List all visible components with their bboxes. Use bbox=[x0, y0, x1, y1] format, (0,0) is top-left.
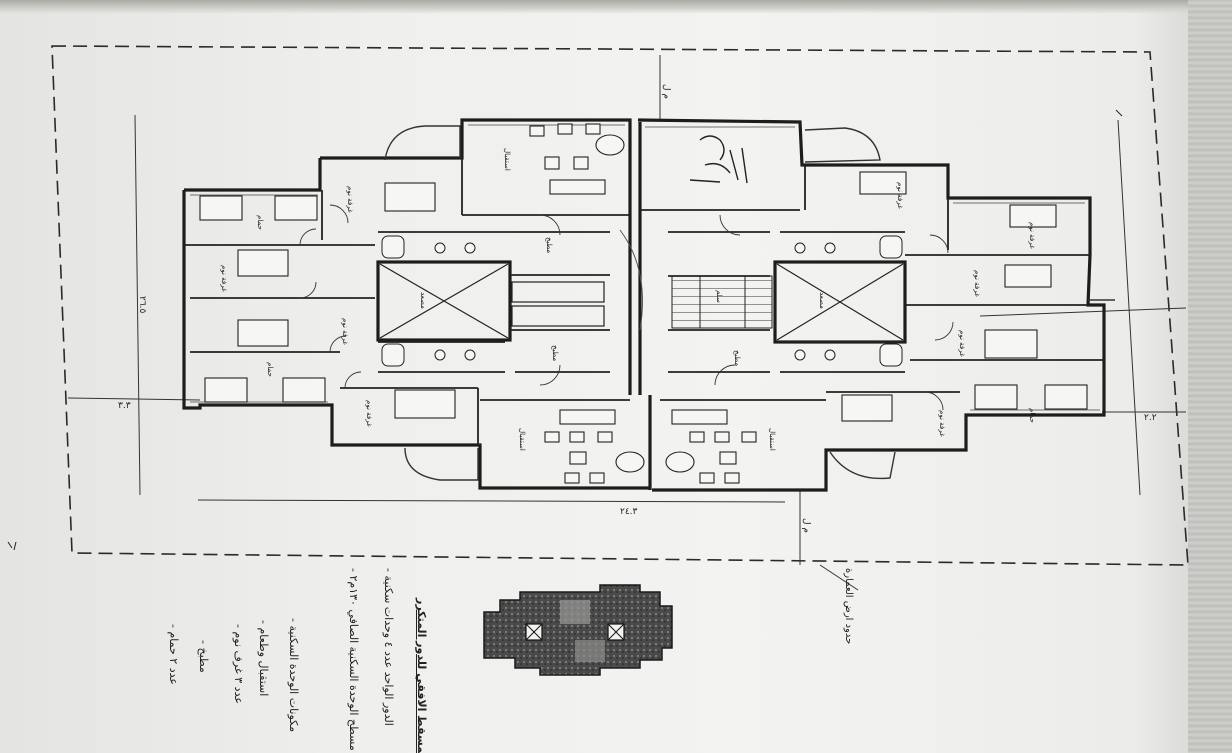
svg-text:استقبال: استقبال bbox=[768, 428, 776, 451]
dim-mid: ٢٤.٣ bbox=[620, 507, 638, 517]
bed-furniture bbox=[199, 171, 1088, 422]
svg-text:مصعد: مصعد bbox=[419, 292, 427, 309]
svg-text:غرفة نوم: غرفة نوم bbox=[346, 186, 354, 213]
dimension-text: ٢٦.٥ ٢٤.٣ ٣.٣ ٢.٢ م ل م ل bbox=[118, 84, 1157, 533]
svg-text:استقبال: استقبال bbox=[503, 148, 511, 171]
svg-text:غرفة نوم: غرفة نوم bbox=[958, 330, 966, 357]
building-walls bbox=[182, 118, 1106, 492]
svg-text:مطبخ: مطبخ bbox=[545, 237, 553, 253]
door-swings bbox=[299, 204, 954, 411]
svg-text:مصعد: مصعد bbox=[818, 292, 826, 309]
dim-outer: ٢٦.٥ bbox=[137, 296, 147, 314]
svg-text:سلم: سلم bbox=[715, 290, 723, 303]
site-boundary-label: حدود ارض العمارة bbox=[843, 568, 854, 644]
svg-text:استقبال: استقبال bbox=[518, 428, 526, 451]
balconies bbox=[384, 125, 1115, 481]
pencil-stroke bbox=[619, 229, 643, 331]
legend-line-6: - مطبخ bbox=[197, 640, 210, 673]
sheet-edge-shadow bbox=[1188, 0, 1232, 753]
handwritten-note bbox=[689, 135, 748, 184]
legend-line-4: - استقبال وطعام bbox=[257, 620, 270, 697]
corner-mark bbox=[7, 109, 1123, 551]
svg-text:غرفة نوم: غرفة نوم bbox=[341, 318, 349, 345]
dim-right: ٢.٢ bbox=[1144, 413, 1157, 423]
svg-text:غرفة نوم: غرفة نوم bbox=[365, 400, 373, 427]
legend-line-5: - عدد ٣ غرف نوم bbox=[232, 624, 245, 704]
sheet-top-shadow bbox=[0, 0, 1232, 14]
dimension-lines bbox=[67, 55, 1187, 591]
wall-thin-lines bbox=[190, 124, 1100, 411]
svg-text:حمام: حمام bbox=[256, 215, 264, 230]
svg-text:غرفة نوم: غرفة نوم bbox=[938, 410, 946, 437]
svg-text:غرفة نوم: غرفة نوم bbox=[973, 270, 981, 297]
svg-text:مطبخ: مطبخ bbox=[551, 345, 559, 361]
key-plan bbox=[483, 584, 673, 676]
legend-line-7: - عدد ٢ حمام bbox=[167, 624, 180, 685]
legend-line-3: - مكونات الوحدة السكنية bbox=[287, 618, 300, 733]
legend-title: المسقط الافقي للدور المتكرر bbox=[415, 598, 428, 753]
svg-text:مطبخ: مطبخ bbox=[733, 350, 741, 366]
svg-text:غرفة نوم: غرفة نوم bbox=[1028, 222, 1036, 249]
svg-text:غرفة نوم: غرفة نوم bbox=[220, 265, 228, 292]
axis-bottom: م ل bbox=[801, 518, 811, 533]
bathroom-fixtures bbox=[381, 235, 903, 367]
room-labels: غرفة نوم غرفة نوم حمام غرفة نوم حمام غرف… bbox=[220, 148, 1036, 451]
elevator-shafts bbox=[379, 263, 904, 341]
legend-line-1: - الدور الواحد عدد ٤ وحدات سكنية bbox=[382, 568, 395, 726]
axis-top: م ل bbox=[661, 84, 671, 99]
staircase bbox=[671, 275, 773, 329]
svg-text:حمام: حمام bbox=[266, 362, 274, 377]
reception-furniture bbox=[529, 123, 757, 484]
dim-left: ٣.٣ bbox=[118, 401, 131, 411]
legend-line-2: - مسطح الوحدة السكنية الصافي ١٣٠م٢ bbox=[347, 568, 360, 751]
svg-text:غرفة نوم: غرفة نوم bbox=[896, 182, 904, 209]
interior-partitions bbox=[184, 158, 1104, 445]
svg-text:حمام: حمام bbox=[1028, 408, 1036, 423]
